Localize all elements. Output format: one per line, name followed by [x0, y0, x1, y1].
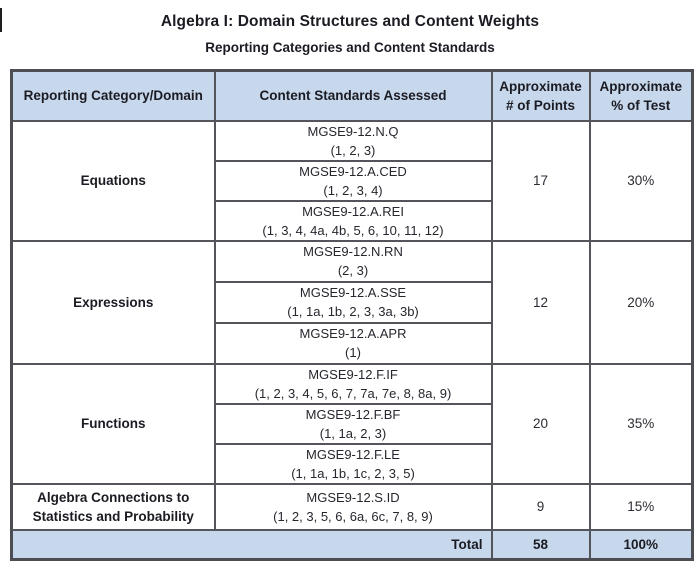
scan-artifact-mark [0, 8, 2, 32]
standard-cell: MGSE9-12.F.IF (1, 2, 3, 4, 5, 6, 7, 7a, … [213, 362, 493, 405]
standard-code: MGSE9-12.F.BF [305, 406, 401, 422]
table-header-row: Reporting Category/Domain Content Standa… [10, 69, 694, 122]
header-reporting-category: Reporting Category/Domain [10, 69, 216, 122]
standard-elements: (1, 1a, 1b, 2, 3, 3a, 3b) [287, 304, 419, 319]
standard-code: MGSE9-12.S.ID [306, 489, 400, 505]
standard-cell: MGSE9-12.F.LE (1, 1a, 1b, 1c, 2, 3, 5) [213, 442, 493, 485]
page-title: Algebra I: Domain Structures and Content… [160, 13, 540, 30]
points-statistics-probability: 9 [490, 482, 591, 531]
standard-cell: MGSE9-12.N.Q (1, 2, 3) [213, 119, 493, 162]
percent-expressions: 20% [588, 239, 694, 365]
category-equations: Equations [10, 119, 216, 242]
standard-elements: (1, 3, 4, 4a, 4b, 5, 6, 10, 11, 12) [262, 222, 444, 238]
category-statistics-probability: Algebra Connections to Statistics and Pr… [10, 482, 216, 531]
header-content-standards: Content Standards Assessed [213, 69, 493, 122]
page: { "page": { "title": "Algebra I: Domain … [0, 8, 694, 561]
standard-cell: MGSE9-12.S.ID (1, 2, 3, 5, 6, 6a, 6c, 7,… [213, 482, 493, 531]
table-row: MGSE9-12.A.SSE (1, 1a, 1b, 2, 3, 3a, 3b) [12, 280, 693, 324]
standard-cell: MGSE9-12.A.SSE (1, 1a, 1b, 2, 3, 3a, 3b) [213, 280, 493, 324]
table-row: MGSE9-12.A.APR (1) [12, 321, 693, 365]
category-expressions: Expressions [10, 239, 216, 365]
percent-functions: 35% [588, 362, 694, 485]
standard-code: MGSE9-12.N.RN [303, 244, 403, 259]
standard-elements: (1, 2, 3) [330, 142, 376, 158]
points-functions: 20 [490, 362, 591, 485]
standard-elements: (1) [345, 345, 361, 360]
standard-code: MGSE9-12.F.LE [306, 446, 400, 462]
points-equations: 17 [490, 119, 591, 242]
standard-elements: (1, 2, 3, 5, 6, 6a, 6c, 7, 8, 9) [273, 508, 433, 524]
table-row: Algebra Connections to Statistics and Pr… [10, 482, 694, 531]
standard-cell: MGSE9-12.F.BF (1, 1a, 2, 3) [213, 402, 493, 445]
category-functions: Functions [10, 362, 216, 485]
standard-cell: MGSE9-12.A.APR (1) [213, 321, 493, 365]
standard-code: MGSE9-12.A.REI [302, 203, 404, 219]
percent-equations: 30% [588, 119, 694, 242]
standard-code: MGSE9-12.N.Q [307, 123, 399, 139]
standard-code: MGSE9-12.F.IF [308, 366, 398, 382]
table-row: Expressions MGSE9-12.N.RN (2, 3) 12 20% [10, 239, 694, 365]
standard-code: MGSE9-12.A.SSE [299, 285, 407, 300]
percent-statistics-probability: 15% [588, 482, 694, 531]
header-approx-percent: Approximate % of Test [588, 69, 694, 122]
total-row: Total 58 100% [10, 528, 694, 561]
points-expressions: 12 [490, 239, 591, 365]
standard-elements: (1, 2, 3, 4, 5, 6, 7, 7a, 7e, 8, 8a, 9) [254, 385, 452, 401]
standard-elements: (2, 3) [337, 263, 369, 278]
header-approx-points: Approximate # of Points [490, 69, 591, 122]
total-percent: 100% [588, 528, 694, 561]
table-row: MGSE9-12.F.BF (1, 1a, 2, 3) [12, 402, 693, 445]
table-row: MGSE9-12.A.REI (1, 3, 4, 4a, 4b, 5, 6, 1… [12, 199, 693, 242]
table-row: Equations MGSE9-12.N.Q (1, 2, 3) 17 30% [10, 119, 694, 242]
standard-code: MGSE9-12.A.APR [299, 326, 407, 341]
table-row: Functions MGSE9-12.F.IF (1, 2, 3, 4, 5, … [10, 362, 694, 485]
standard-elements: (1, 2, 3, 4) [323, 182, 383, 198]
total-points: 58 [490, 528, 591, 561]
total-label: Total [10, 528, 493, 561]
standard-cell: MGSE9-12.A.CED (1, 2, 3, 4) [213, 159, 493, 202]
standard-elements: (1, 1a, 1b, 1c, 2, 3, 5) [291, 465, 415, 481]
standard-elements: (1, 1a, 2, 3) [319, 425, 387, 441]
content-weights-table: Reporting Category/Domain Content Standa… [10, 69, 694, 561]
standard-cell: MGSE9-12.A.REI (1, 3, 4, 4a, 4b, 5, 6, 1… [213, 199, 493, 242]
standard-cell: MGSE9-12.N.RN (2, 3) [213, 239, 493, 283]
standard-code: MGSE9-12.A.CED [299, 163, 407, 179]
table-row: MGSE9-12.A.CED (1, 2, 3, 4) [12, 159, 693, 202]
table-row: MGSE9-12.F.LE (1, 1a, 1b, 1c, 2, 3, 5) [12, 442, 693, 485]
page-subtitle: Reporting Categories and Content Standar… [205, 40, 495, 55]
